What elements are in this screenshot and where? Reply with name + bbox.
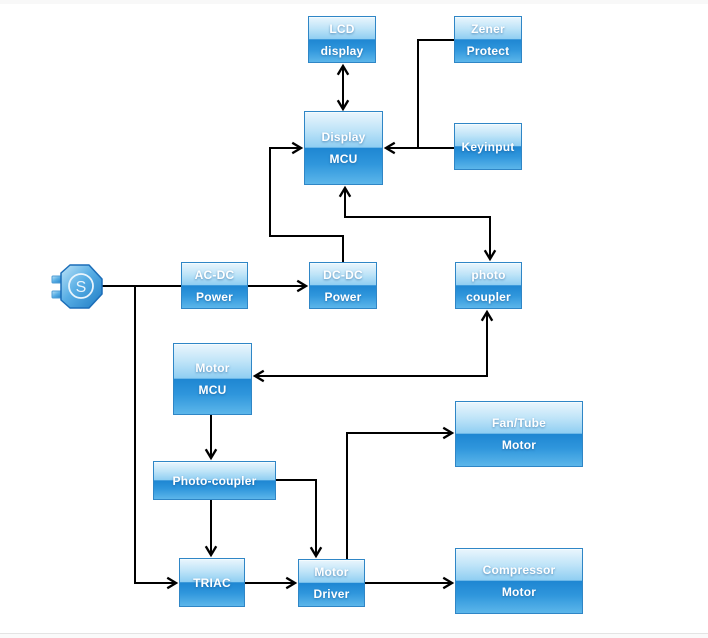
node-label: display [320,43,364,58]
node-photo-coupler-lower: Photo-coupler [153,461,276,500]
node-dc-dc-power: DC-DC Power [309,262,377,309]
connector-displaymcu-photocoupler [417,216,497,262]
node-label: Motor [195,361,230,375]
node-label: Zener [471,21,505,36]
node-label: LCD [329,21,355,36]
node-motor-driver: Motor Driver [298,559,365,607]
node-zener-protect: Zener Protect [454,16,522,63]
node-label: Motor [501,438,537,452]
node-label: Power [324,289,362,304]
node-label: coupler [466,289,511,304]
node-label: MCU [329,152,358,166]
node-lcd-display: LCD display [308,16,376,63]
node-label: DC-DC [323,267,363,282]
node-label: Motor [501,585,537,599]
node-label: Compressor [482,563,556,577]
node-display-mcu: Display MCU [304,111,383,185]
node-motor-mcu: Motor MCU [173,343,252,415]
connector-photocoupler-displaymcu [338,185,417,218]
connector-dcdc-displaymcu [269,141,344,262]
connector-motormcu-photocoupler [371,309,494,377]
node-label: Fan/Tube [491,416,547,430]
node-label: Power [195,289,233,304]
node-label: Photo-coupler [172,473,257,488]
top-border-strip [0,0,708,4]
node-label: photo [471,267,506,282]
node-label: Display [321,130,366,144]
connector-plug-triac [134,286,179,590]
node-ac-dc-power: AC-DC Power [181,262,248,309]
node-label: Keyinput [461,139,515,154]
node-triac: TRIAC [179,558,245,607]
node-keyinput: Keyinput [454,123,522,170]
node-label: TRIAC [193,575,231,590]
connector-motordriver-fantube [346,426,455,559]
node-label: Motor [314,565,349,579]
connector-photocoupler2-motordriver [276,479,323,559]
power-plug-icon: S [51,264,103,309]
node-label: Protect [466,43,510,58]
plug-letter: S [76,279,87,296]
node-label: AC-DC [194,267,235,282]
connector-zener-feed [417,39,454,149]
node-label: Driver [313,587,350,601]
node-fan-tube-motor: Fan/Tube Motor [455,401,583,467]
node-compressor-motor: Compressor Motor [455,548,583,614]
bottom-border-strip [0,633,708,638]
node-photo-coupler-upper: photo coupler [455,262,522,309]
node-label: MCU [198,383,227,397]
